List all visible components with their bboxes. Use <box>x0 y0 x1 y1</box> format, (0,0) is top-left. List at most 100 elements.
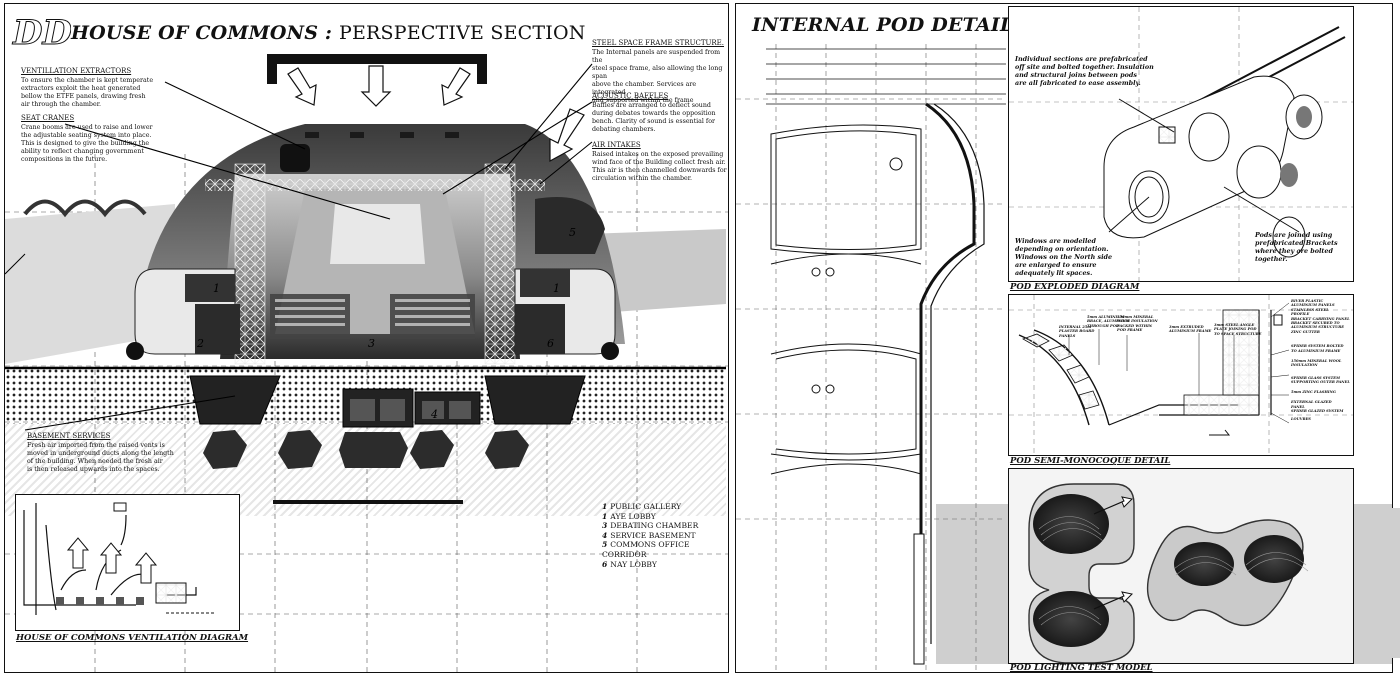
callout-line: SPIDER GLASS SYSTEM <box>1291 375 1340 380</box>
callout-line: PLASTER BOARD <box>1059 329 1095 334</box>
callout-line: PANELS <box>1059 333 1076 338</box>
callout-line: WOOL INSULATION <box>1117 319 1158 324</box>
basement-line-1: Fresh air imported from the raised vents… <box>27 442 165 449</box>
acoustic-line-4: debating chambers. <box>592 126 656 133</box>
callout-line: PROFILE <box>1291 312 1310 317</box>
legend-label: DEBATING CHAMBER <box>610 521 699 531</box>
legend-num: 1 <box>602 511 608 521</box>
exploded-note-line: off site and bolted together. Insulation <box>1015 63 1154 71</box>
callout-frame: 3mm EXTRUDED ALUMINIUM FRAME <box>1169 325 1211 334</box>
steel-frame-line-3: above the chamber. Services are integrat… <box>592 81 697 96</box>
legend-label: NAY LOBBY <box>610 559 657 569</box>
windows-note-line: Windows are modelled <box>1015 237 1096 245</box>
section-number-2: 2 <box>197 337 204 350</box>
basement-heading: BASEMENT SERVICES <box>27 432 111 440</box>
exploded-note-line: and structural joins between pods <box>1015 71 1137 79</box>
ventilation-heading: VENTILLATION EXTRACTORS <box>21 67 132 75</box>
windows-note-line: Windows on the North side <box>1015 253 1113 261</box>
callout-line: TO ALUMINIUM FRAME <box>1291 348 1341 353</box>
exploded-note-pods: Pods are joined using prefabricated Brac… <box>1255 231 1338 263</box>
steel-frame-line-4: and supported within the frame <box>592 97 694 104</box>
callout-line: 150mm MINERAL <box>1117 315 1154 319</box>
ventilation-diagram-caption: HOUSE OF COMMONS VENTILATION DIAGRAM <box>16 633 249 643</box>
callout-line: TO SPACE STRUCTURE <box>1214 331 1262 336</box>
windows-note-line: adequately lit spaces. <box>1015 269 1093 277</box>
seat-cranes-line-3: This is designed to give the building th… <box>21 140 150 147</box>
exploded-caption: POD EXPLODED DIAGRAM <box>1010 282 1140 292</box>
legend-num: 4 <box>602 530 608 540</box>
callout-line: SPIDER GLAZED SYSTEM <box>1291 408 1344 413</box>
callout-line: 3mm EXTRUDED <box>1169 325 1204 329</box>
perspective-section-drawing <box>5 54 726 504</box>
ventilation-line-4: air through the chamber. <box>21 101 102 108</box>
callout-line: SUPPORTING OUTER PANEL <box>1291 380 1350 385</box>
callout-line: BRACKET SECURED TO <box>1291 321 1340 326</box>
grid-lines <box>5 154 728 672</box>
windows-note-line: depending on orientation. <box>1015 245 1109 253</box>
acoustic-line-3: bench. Clarity of sound is essential for <box>592 118 716 125</box>
seat-cranes-line-5: compositions in the future. <box>21 156 108 163</box>
basement-line-2: moved in underground ducts along the len… <box>27 450 174 457</box>
air-intakes-body: Raised intakes on the exposed prevailing… <box>592 151 727 183</box>
pods-note-line: Pods are joined using <box>1255 231 1333 239</box>
steel-frame-heading: STEEL SPACE FRAME STRUCTURE. <box>592 39 725 47</box>
callout-insulation: 150mm MINERAL WOOL INSULATION PACKED WIT… <box>1117 315 1158 333</box>
test-model-photo <box>1009 469 1353 663</box>
steel-frame-line-1: The Internal panels are suspended from t… <box>592 49 721 64</box>
svg-text:DD: DD <box>12 13 71 52</box>
legend-label: COMMONS OFFICE CORRIDOR <box>602 540 690 559</box>
ventilation-line-3: bellow the ETFE panels, drawing fresh <box>21 93 146 100</box>
offcut-strip <box>1360 508 1400 658</box>
basement-line-4: is then released upwards into the spaces… <box>27 466 160 473</box>
windows-note-line: are enlarged to ensure <box>1015 261 1097 269</box>
callout-spacer <box>1291 334 1350 344</box>
air-intakes-heading: AIR INTAKES <box>592 141 641 149</box>
legend-num: 5 <box>602 540 608 550</box>
callout-line: POD FRAME <box>1117 328 1143 333</box>
legend-label: PUBLIC GALLERY <box>610 502 682 511</box>
exploded-note-windows: Windows are modelled depending on orient… <box>1015 237 1112 277</box>
callout-brace: 5mm ALUMINIUM BRACE, ALUMINIUM THROUGH P… <box>1087 315 1130 328</box>
air-intakes-line-1: Raised intakes on the exposed prevailing <box>592 151 724 158</box>
internal-pod-sheet: INTERNAL POD DETAILS <box>735 3 1393 673</box>
acoustic-line-1: Baffles are arranged to deflect sound <box>592 102 711 109</box>
section-number-1a: 1 <box>213 282 220 295</box>
callout-line: 3mm STEEL ANGLE <box>1214 323 1255 327</box>
exploded-note-top: Individual sections are prefabricated of… <box>1015 55 1154 87</box>
ventilation-line-1: To ensure the chamber is kept temperate <box>21 77 154 84</box>
callout-line: 5mm ZINC FLASHING <box>1291 389 1336 394</box>
pods-note-line: prefabricated Brackets <box>1255 239 1338 247</box>
callout-line: STAINLESS STEEL <box>1291 307 1329 312</box>
section-number-4: 4 <box>431 408 438 421</box>
monocoque-caption: POD SEMI-MONOCOQUE DETAIL <box>1010 456 1171 466</box>
pod-exploded-drawing <box>1009 7 1353 281</box>
ventilation-diagram-drawing <box>23 502 216 615</box>
title-sub: PERSPECTIVE SECTION <box>338 22 586 44</box>
air-intakes-line-4: circulation within the chamber. <box>592 175 693 182</box>
legend-label: SERVICE BASEMENT <box>610 530 696 540</box>
monocoque-drawing <box>1009 295 1353 455</box>
callout-line: ZINC GUTTER <box>1291 329 1320 334</box>
section-number-6: 6 <box>547 337 554 350</box>
acoustic-line-2: during debates towards the opposition <box>592 110 716 117</box>
basement-line-3: of the building. When needed the fresh a… <box>27 458 163 465</box>
callout-line: ALUMINIUM PANELS <box>1291 303 1335 308</box>
pods-note-line: together. <box>1255 255 1288 263</box>
ventilation-diagram <box>15 494 240 631</box>
callout-line: THROUGH POD <box>1087 323 1119 328</box>
callout-line: INSULATION <box>1291 363 1318 368</box>
legend-num: 6 <box>602 559 608 569</box>
callout-line: LOUVRES <box>1291 417 1311 422</box>
callout-line: 5mm ALUMINIUM <box>1087 315 1125 319</box>
steel-frame-body: The Internal panels are suspended from t… <box>592 49 728 105</box>
seat-cranes-line-1: Crane booms are used to raise and lower <box>21 124 153 131</box>
pods-note-line: where they are bolted <box>1255 247 1333 255</box>
callout-line: EXTERNAL GLAZED <box>1291 400 1332 405</box>
callout-line: BRACKET CARRYING PANEL <box>1291 316 1350 321</box>
